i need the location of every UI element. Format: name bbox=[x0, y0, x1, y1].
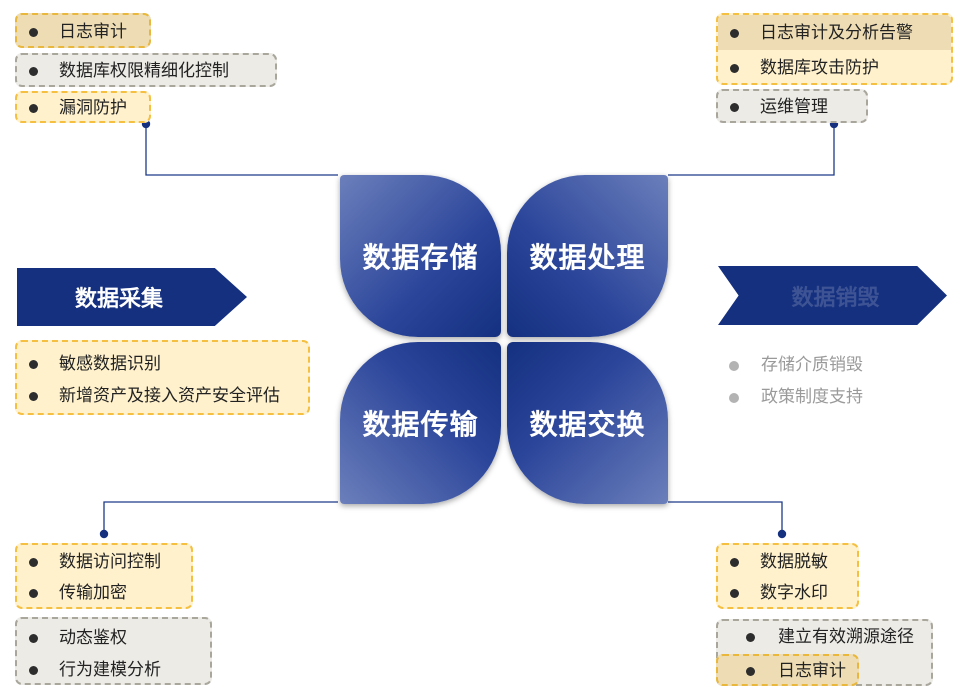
storage-connector bbox=[145, 124, 338, 176]
exchange-item-box: 日志审计 bbox=[716, 654, 859, 686]
bullet-icon bbox=[730, 29, 739, 38]
bullet-icon bbox=[29, 589, 38, 598]
bullet-icon bbox=[730, 103, 739, 112]
bullet-icon bbox=[746, 667, 755, 676]
exchange-connector bbox=[668, 501, 783, 534]
bullet-icon bbox=[29, 666, 38, 675]
bullet-icon bbox=[29, 104, 38, 113]
petal-transmission: 数据传输 bbox=[340, 342, 501, 504]
bullet-icon bbox=[29, 634, 38, 643]
bullet-icon bbox=[729, 393, 739, 403]
bullet-icon bbox=[730, 64, 739, 73]
transmission-item-box: 动态鉴权 行为建模分析 bbox=[15, 617, 212, 685]
bullet-icon bbox=[29, 67, 38, 76]
processing-connector bbox=[668, 124, 835, 176]
petal-exchange: 数据交换 bbox=[507, 342, 668, 504]
collect-item-box: 敏感数据识别 新增资产及接入资产安全评估 bbox=[15, 340, 310, 415]
storage-item-box: 数据库权限精细化控制 bbox=[15, 53, 277, 87]
processing-item-box: 日志审计及分析告警 数据库攻击防护 bbox=[716, 13, 953, 85]
bullet-icon bbox=[746, 633, 755, 642]
bullet-icon bbox=[29, 28, 38, 37]
storage-item-box: 日志审计 bbox=[15, 13, 151, 48]
transmission-connector bbox=[103, 501, 338, 534]
bullet-icon bbox=[729, 361, 739, 371]
transmission-item-box: 数据访问控制 传输加密 bbox=[15, 543, 193, 609]
bullet-icon bbox=[29, 558, 38, 567]
bullet-icon bbox=[29, 392, 38, 401]
highlight-band bbox=[718, 15, 951, 50]
stage-destroy-label: 数据销毁 bbox=[791, 285, 880, 311]
bullet-icon bbox=[730, 589, 739, 598]
stage-collect-label: 数据采集 bbox=[74, 287, 163, 312]
processing-item-box: 运维管理 bbox=[716, 89, 868, 123]
bullet-icon bbox=[730, 558, 739, 567]
petal-processing: 数据处理 bbox=[507, 175, 668, 337]
storage-item-box: 漏洞防护 bbox=[15, 91, 151, 123]
bullet-icon bbox=[29, 360, 38, 369]
petal-storage: 数据存储 bbox=[340, 175, 501, 337]
stage-destroy-arrow: 数据销毁 bbox=[718, 266, 947, 325]
exchange-item-box: 数据脱敏 数字水印 bbox=[716, 543, 859, 609]
stage-collect-arrow: 数据采集 bbox=[17, 268, 247, 326]
exchange-connector-dot bbox=[777, 529, 787, 539]
transmission-connector-dot bbox=[99, 529, 109, 539]
